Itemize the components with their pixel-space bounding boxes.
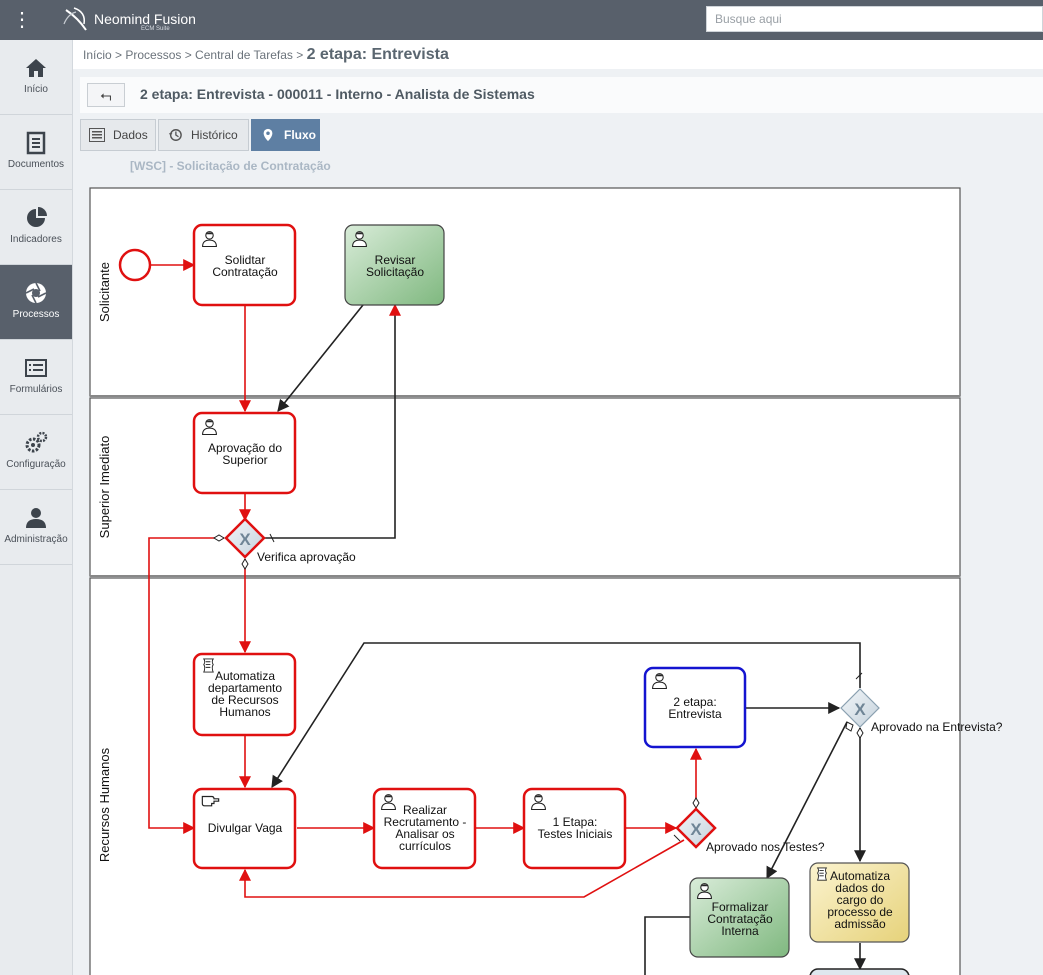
back-arrow-icon: ⮢ <box>100 87 112 103</box>
sidebar-item-indicadores[interactable]: Indicadores <box>0 190 72 265</box>
map-pin-icon <box>263 128 273 142</box>
gears-icon <box>25 431 48 453</box>
exclusive-gateway-x-icon: X <box>239 530 251 549</box>
task-etapa2-entrevista[interactable]: 2 etapa:Entrevista <box>643 666 747 749</box>
user-icon <box>26 508 46 528</box>
gateway-aprovado-entrevista[interactable]: X <box>840 688 880 728</box>
exclusive-gateway-x-icon: X <box>690 820 702 839</box>
kebab-menu-icon[interactable]: ⋮ <box>12 9 32 31</box>
task-etapa1-testes[interactable]: 1 Etapa:Testes Iniciais <box>522 787 627 870</box>
sidebar-item-formularios[interactable]: Formulários <box>0 340 72 415</box>
flow-gateway-to-formalizar <box>766 721 848 880</box>
lane-label: Recursos Humanos <box>97 747 112 862</box>
list-icon <box>89 128 105 142</box>
tab-fluxo[interactable]: Fluxo <box>251 119 320 151</box>
aperture-icon <box>25 282 47 304</box>
svg-text:Divulgar Vaga: Divulgar Vaga <box>208 821 283 835</box>
breadcrumb-path[interactable]: Início > Processos > Central de Tarefas … <box>83 48 307 62</box>
breadcrumb-current: 2 etapa: Entrevista <box>306 46 449 63</box>
task-title-bar <box>80 77 1043 113</box>
task-title: 2 etapa: Entrevista - 000011 - Interno -… <box>140 86 535 102</box>
task-divulgar-vaga[interactable]: Divulgar Vaga <box>192 787 297 870</box>
sidebar-item-label: Documentos <box>7 159 65 170</box>
sidebar-item-administracao[interactable]: Administração <box>0 490 72 565</box>
neomind-logo-icon <box>63 7 87 31</box>
gateway-verifica-aprovacao[interactable]: X <box>224 517 266 559</box>
brand-subtitle: ECM Suite <box>141 26 170 32</box>
flow-gateway-to-divulgar <box>148 537 224 834</box>
sidebar-item-label: Processos <box>12 309 60 320</box>
tab-label: Dados <box>113 128 148 142</box>
script-task-icon <box>817 867 827 881</box>
sidebar-item-label: Configuração <box>6 459 66 470</box>
tab-label: Fluxo <box>284 128 316 142</box>
start-event[interactable] <box>118 248 152 282</box>
lane-label: Superior Imediato <box>97 436 112 539</box>
tab-historico[interactable]: Histórico <box>158 119 249 151</box>
script-task-icon <box>203 658 214 673</box>
bpmn-diagram: Solicitante Superior Imediato Recursos H… <box>89 187 1003 975</box>
top-bar: ⋮ Neomind Fusion ECM Suite <box>0 0 1043 40</box>
document-icon <box>26 131 46 155</box>
flow-gateway-back-to-divulgar <box>239 839 685 898</box>
sidebar-item-label: Administração <box>4 534 68 545</box>
back-button[interactable]: ⮢ <box>87 83 125 107</box>
pie-chart-icon <box>27 207 47 227</box>
flow-gateway-to-revisar <box>263 303 401 539</box>
sidebar-item-label: Formulários <box>9 384 63 395</box>
search-input[interactable] <box>706 6 1043 32</box>
tab-label: Histórico <box>191 128 238 142</box>
history-icon <box>168 129 182 141</box>
gateway-label-testes: Aprovado nos Testes? <box>706 840 825 854</box>
breadcrumb: Início > Processos > Central de Tarefas … <box>83 46 449 64</box>
gateway-label-entrevista: Aprovado na Entrevista? <box>871 720 1003 734</box>
sidebar-item-processos[interactable]: Processos <box>0 265 72 340</box>
lane-label: Solicitante <box>97 262 112 322</box>
sidebar: Início Documentos Indicadores Processos … <box>0 40 73 975</box>
home-icon <box>26 59 46 77</box>
sidebar-item-configuracao[interactable]: Configuração <box>0 415 72 490</box>
gateway-aprovado-testes[interactable]: X <box>675 807 717 849</box>
process-title: [WSC] - Solicitação de Contratação <box>130 159 331 173</box>
exclusive-gateway-x-icon: X <box>854 700 866 719</box>
tab-dados[interactable]: Dados <box>80 119 156 151</box>
sidebar-item-label: Indicadores <box>10 234 62 245</box>
svg-text:1 Etapa:Testes Iniciais: 1 Etapa:Testes Iniciais <box>538 815 613 841</box>
flow-gateway-back-to-divulgar <box>271 642 861 789</box>
sidebar-item-label: Início <box>24 84 48 95</box>
task-next-partial[interactable] <box>809 968 910 975</box>
flow-formalizar-out <box>644 916 690 975</box>
gateway-label-verifica: Verifica aprovação <box>257 550 356 564</box>
sidebar-item-documentos[interactable]: Documentos <box>0 115 72 190</box>
flow-revisar-to-aprovacao <box>277 304 364 412</box>
brand-name: Neomind Fusion <box>94 11 196 27</box>
svg-text:2 etapa:Entrevista: 2 etapa:Entrevista <box>668 695 722 721</box>
sequence-flows <box>148 259 866 975</box>
flow-markers <box>213 533 864 842</box>
form-list-icon <box>25 359 47 377</box>
sidebar-item-inicio[interactable]: Início <box>0 40 72 115</box>
